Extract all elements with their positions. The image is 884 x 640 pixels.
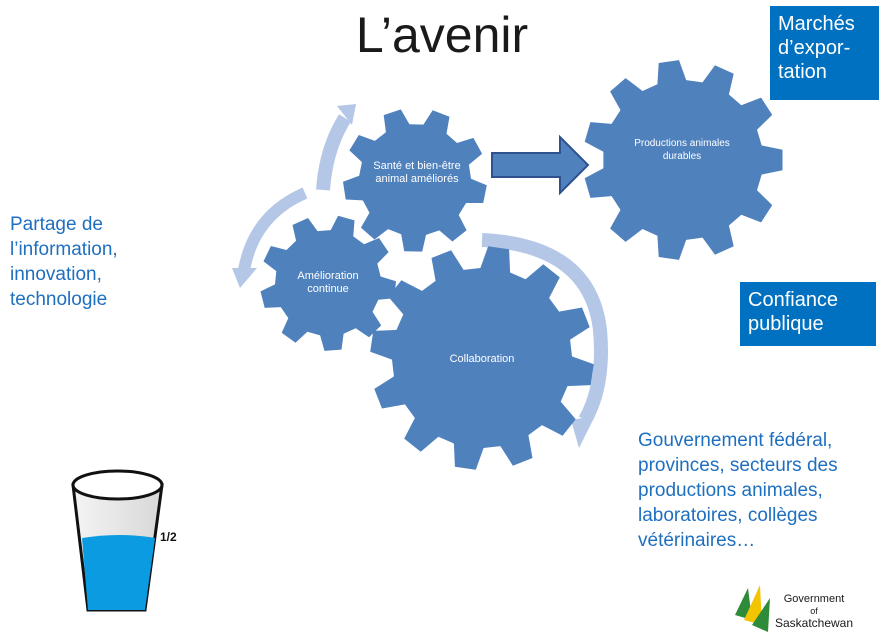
gear-productions xyxy=(584,60,783,260)
logo-text: Government of Saskatchewan xyxy=(768,592,860,630)
gear-amelioration-shape xyxy=(260,215,396,351)
gear-sante xyxy=(343,109,487,252)
curve-arrow-top xyxy=(316,114,351,191)
gear-collaboration-shape xyxy=(370,246,594,470)
curve-arrow-left xyxy=(238,187,308,272)
page-title: L’avenir xyxy=(355,7,529,63)
right-caption: Gouvernement fédéral, provinces, secteur… xyxy=(638,430,838,551)
gear-label-collaboration: Collaboration xyxy=(449,353,515,365)
logo-line-2: of xyxy=(810,606,818,616)
half-glass-icon xyxy=(71,469,164,612)
curve-arrow-top-head xyxy=(337,104,356,125)
curve-arrow-big-head xyxy=(571,416,595,448)
curve-arrow-big xyxy=(481,233,608,424)
glass-half-label: 1/2 xyxy=(160,530,177,544)
export-markets-label: Marchés d’expor-tation xyxy=(778,13,855,83)
gear-label-productions: Productions animales durables xyxy=(634,138,730,162)
curve-arrow-left-head xyxy=(232,268,257,288)
gear-productions-shape xyxy=(584,60,783,260)
gear-sante-shape xyxy=(343,109,487,252)
gear-amelioration xyxy=(260,215,396,351)
left-caption: Partage de l’information, innovation, te… xyxy=(10,214,118,310)
public-confidence-box: Confiance publique xyxy=(740,282,876,346)
logo-line-1: Government xyxy=(783,593,845,605)
saskatchewan-logo-icon xyxy=(735,585,770,632)
logo-line-3: Saskatchewan xyxy=(774,616,854,630)
public-confidence-label: Confiance publique xyxy=(748,289,839,335)
export-markets-box: Marchés d’expor-tation xyxy=(770,6,879,100)
gear-label-sante: Santé et bien-être animal améliorés xyxy=(373,160,461,185)
straight-arrow xyxy=(491,134,590,196)
gear-collaboration xyxy=(370,246,594,470)
gear-label-amelioration: Amélioration continue xyxy=(297,270,359,295)
